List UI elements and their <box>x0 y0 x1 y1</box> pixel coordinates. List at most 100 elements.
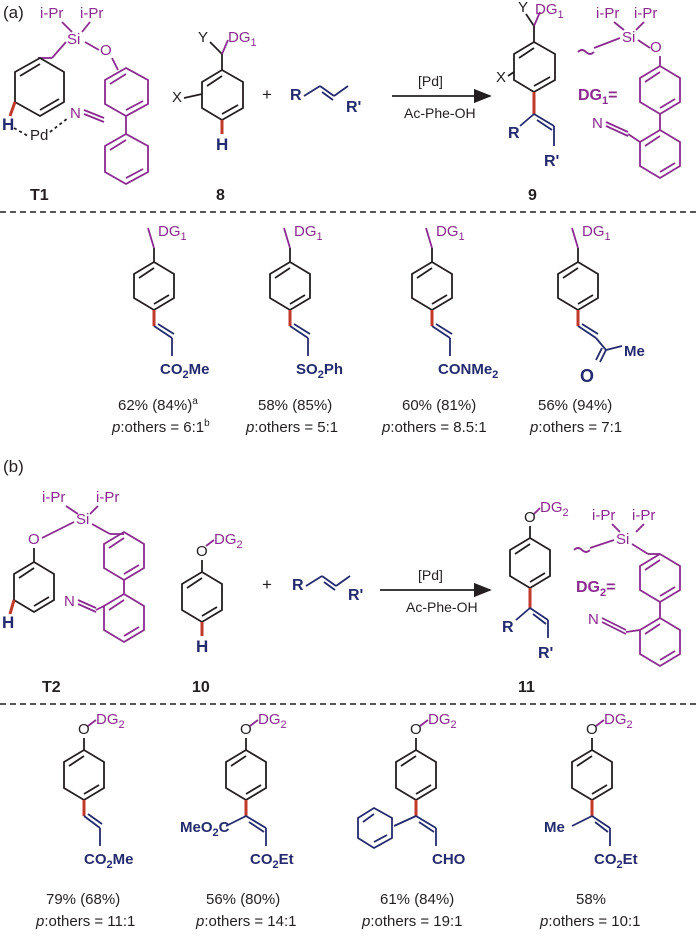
reaction-arrow-a: [Pd] Ac-Phe-OH <box>392 73 492 121</box>
product-a1-group: CO2Me <box>160 361 209 381</box>
compound-8: Y DG1 X H 8 <box>172 29 257 204</box>
product-b4-yield: 58% <box>576 891 606 908</box>
product-b3-o: O <box>410 721 422 738</box>
dg2-label: DG2= <box>576 579 615 599</box>
product-b1-dg: DG2 <box>96 711 125 731</box>
product-b2-group: CO2Et <box>250 851 294 871</box>
alkene-a-r: R <box>290 87 302 104</box>
compound-11: O DG2 R R' 11 <box>502 499 569 696</box>
product-b4-group: CO2Et <box>594 851 638 871</box>
t1-n: N <box>70 105 81 122</box>
t1-h: H <box>2 115 14 134</box>
cmpd9-y: Y <box>518 0 528 16</box>
cmpd8-dg: DG1 <box>228 29 257 49</box>
alkene-a-r2: R' <box>346 99 361 116</box>
product-b3-yield: 61% (84%) <box>380 891 454 908</box>
product-b4-ratio: p:others = 10:1 <box>539 913 641 930</box>
t2-ipr-right: i-Pr <box>96 489 119 506</box>
cmpd9-dg: DG1 <box>535 1 564 21</box>
panel-b-label: (b) <box>3 457 24 476</box>
arrow-b-bottom: Ac-Phe-OH <box>406 599 478 615</box>
dg2-definition: i-Pr i-Pr Si DG2= N <box>573 507 681 668</box>
arrow-a-bottom: Ac-Phe-OH <box>404 105 476 121</box>
dg2-ipr-left: i-Pr <box>592 507 615 524</box>
alkene-b-r: R <box>292 577 304 594</box>
reaction-arrow-b: [Pd] Ac-Phe-OH <box>380 567 492 615</box>
cmpd10-o: O <box>196 543 208 560</box>
product-a3-yield: 60% (81%) <box>402 397 476 414</box>
t2-h: H <box>2 613 14 632</box>
product-b3-phenyl <box>357 806 393 850</box>
product-b4-dg: DG2 <box>604 711 633 731</box>
product-a2-dg: DG1 <box>294 223 323 243</box>
cmpd11-dg: DG2 <box>540 499 569 519</box>
panel-a-label: (a) <box>3 3 24 22</box>
product-b4-left: Me <box>544 819 565 836</box>
product-a3: DG1 CONMe2 <box>411 223 498 381</box>
t2-n: N <box>64 593 75 610</box>
plus-b: + <box>262 575 272 594</box>
alkene-b-r2: R' <box>348 587 363 604</box>
product-b2-dg: DG2 <box>258 711 287 731</box>
t2-si: Si <box>76 511 89 528</box>
cmpd10-label: 10 <box>192 679 210 696</box>
t1-pd: Pd <box>30 127 48 144</box>
template-t1: i-Pr i-Pr Si O H Pd N T1 <box>2 5 149 204</box>
product-b2-yield: 56% (80%) <box>206 891 280 908</box>
t1-label: T1 <box>30 187 49 204</box>
product-a2-ratio: p:others = 5:1 <box>245 419 338 436</box>
product-a1-dg: DG1 <box>158 223 187 243</box>
product-a4-group: O <box>580 366 594 386</box>
product-b3: O DG2 CHO 61% (84%) p:others = 19:1 <box>357 711 466 930</box>
cmpd8-x: X <box>172 89 182 106</box>
cmpd8-label: 8 <box>216 187 225 204</box>
compound-10: O DG2 H 10 <box>181 531 243 696</box>
t2-o: O <box>28 531 40 548</box>
t1-ipr-right: i-Pr <box>80 5 103 22</box>
product-a4-ratio: p:others = 7:1 <box>529 419 622 436</box>
cmpd8-y: Y <box>198 29 208 46</box>
cmpd9-r: R <box>508 125 520 142</box>
dg1-n: N <box>592 115 603 132</box>
cmpd10-dg: DG2 <box>214 531 243 551</box>
dg1-definition: i-Pr i-Pr Si O DG1= N <box>577 5 681 180</box>
product-b1-yield: 79% (68%) <box>46 891 120 908</box>
cmpd9-r2: R' <box>544 153 559 170</box>
template-t2: i-Pr i-Pr Si O H N T2 <box>2 489 145 696</box>
t1-si: Si <box>67 31 80 48</box>
dg1-label: DG1= <box>578 87 617 107</box>
product-a4-dg: DG1 <box>582 223 611 243</box>
t1-ipr-left: i-Pr <box>40 5 63 22</box>
panel-b-products: O DG2 CO2Me 79% (68%) p:others = 11:1 O … <box>35 711 641 930</box>
product-a2-group: SO2Ph <box>296 361 343 381</box>
product-a3-ratio: p:others = 8.5:1 <box>381 419 487 436</box>
cmpd11-r2: R' <box>538 645 553 662</box>
cmpd10-h: H <box>196 637 208 656</box>
product-b3-dg: DG2 <box>428 711 457 731</box>
cmpd11-r: R <box>502 619 514 636</box>
product-a1-ratio: p:others = 6:1b <box>111 418 210 436</box>
dg1-o: O <box>650 39 662 56</box>
t2-ipr-left: i-Pr <box>42 489 65 506</box>
plus-a: + <box>262 85 272 104</box>
product-b1-group: CO2Me <box>84 851 133 871</box>
dg1-si: Si <box>622 29 635 46</box>
dg2-si: Si <box>616 531 629 548</box>
product-b3-group: CHO <box>432 851 466 868</box>
product-b1-ratio: p:others = 11:1 <box>35 913 135 930</box>
product-b2-left: MeO2C <box>180 819 230 839</box>
product-b2-ratio: p:others = 14:1 <box>195 913 297 930</box>
product-b1-o: O <box>78 721 90 738</box>
product-a1: DG1 CO2Me <box>133 223 209 381</box>
product-a4: DG1 <box>557 223 623 363</box>
product-a1-yield: 62% (84%)a <box>118 396 198 414</box>
cmpd9-x: X <box>496 69 506 86</box>
product-b4: O DG2 Me CO2Et 58% p:others = 10:1 <box>539 711 641 930</box>
product-a3-dg: DG1 <box>436 223 465 243</box>
cmpd11-o: O <box>524 509 536 526</box>
product-b3-ratio: p:others = 19:1 <box>361 913 463 930</box>
product-a2-yield: 58% (85%) <box>258 397 332 414</box>
product-b1: O DG2 CO2Me 79% (68%) p:others = 11:1 <box>35 711 135 930</box>
t2-label: T2 <box>42 679 61 696</box>
